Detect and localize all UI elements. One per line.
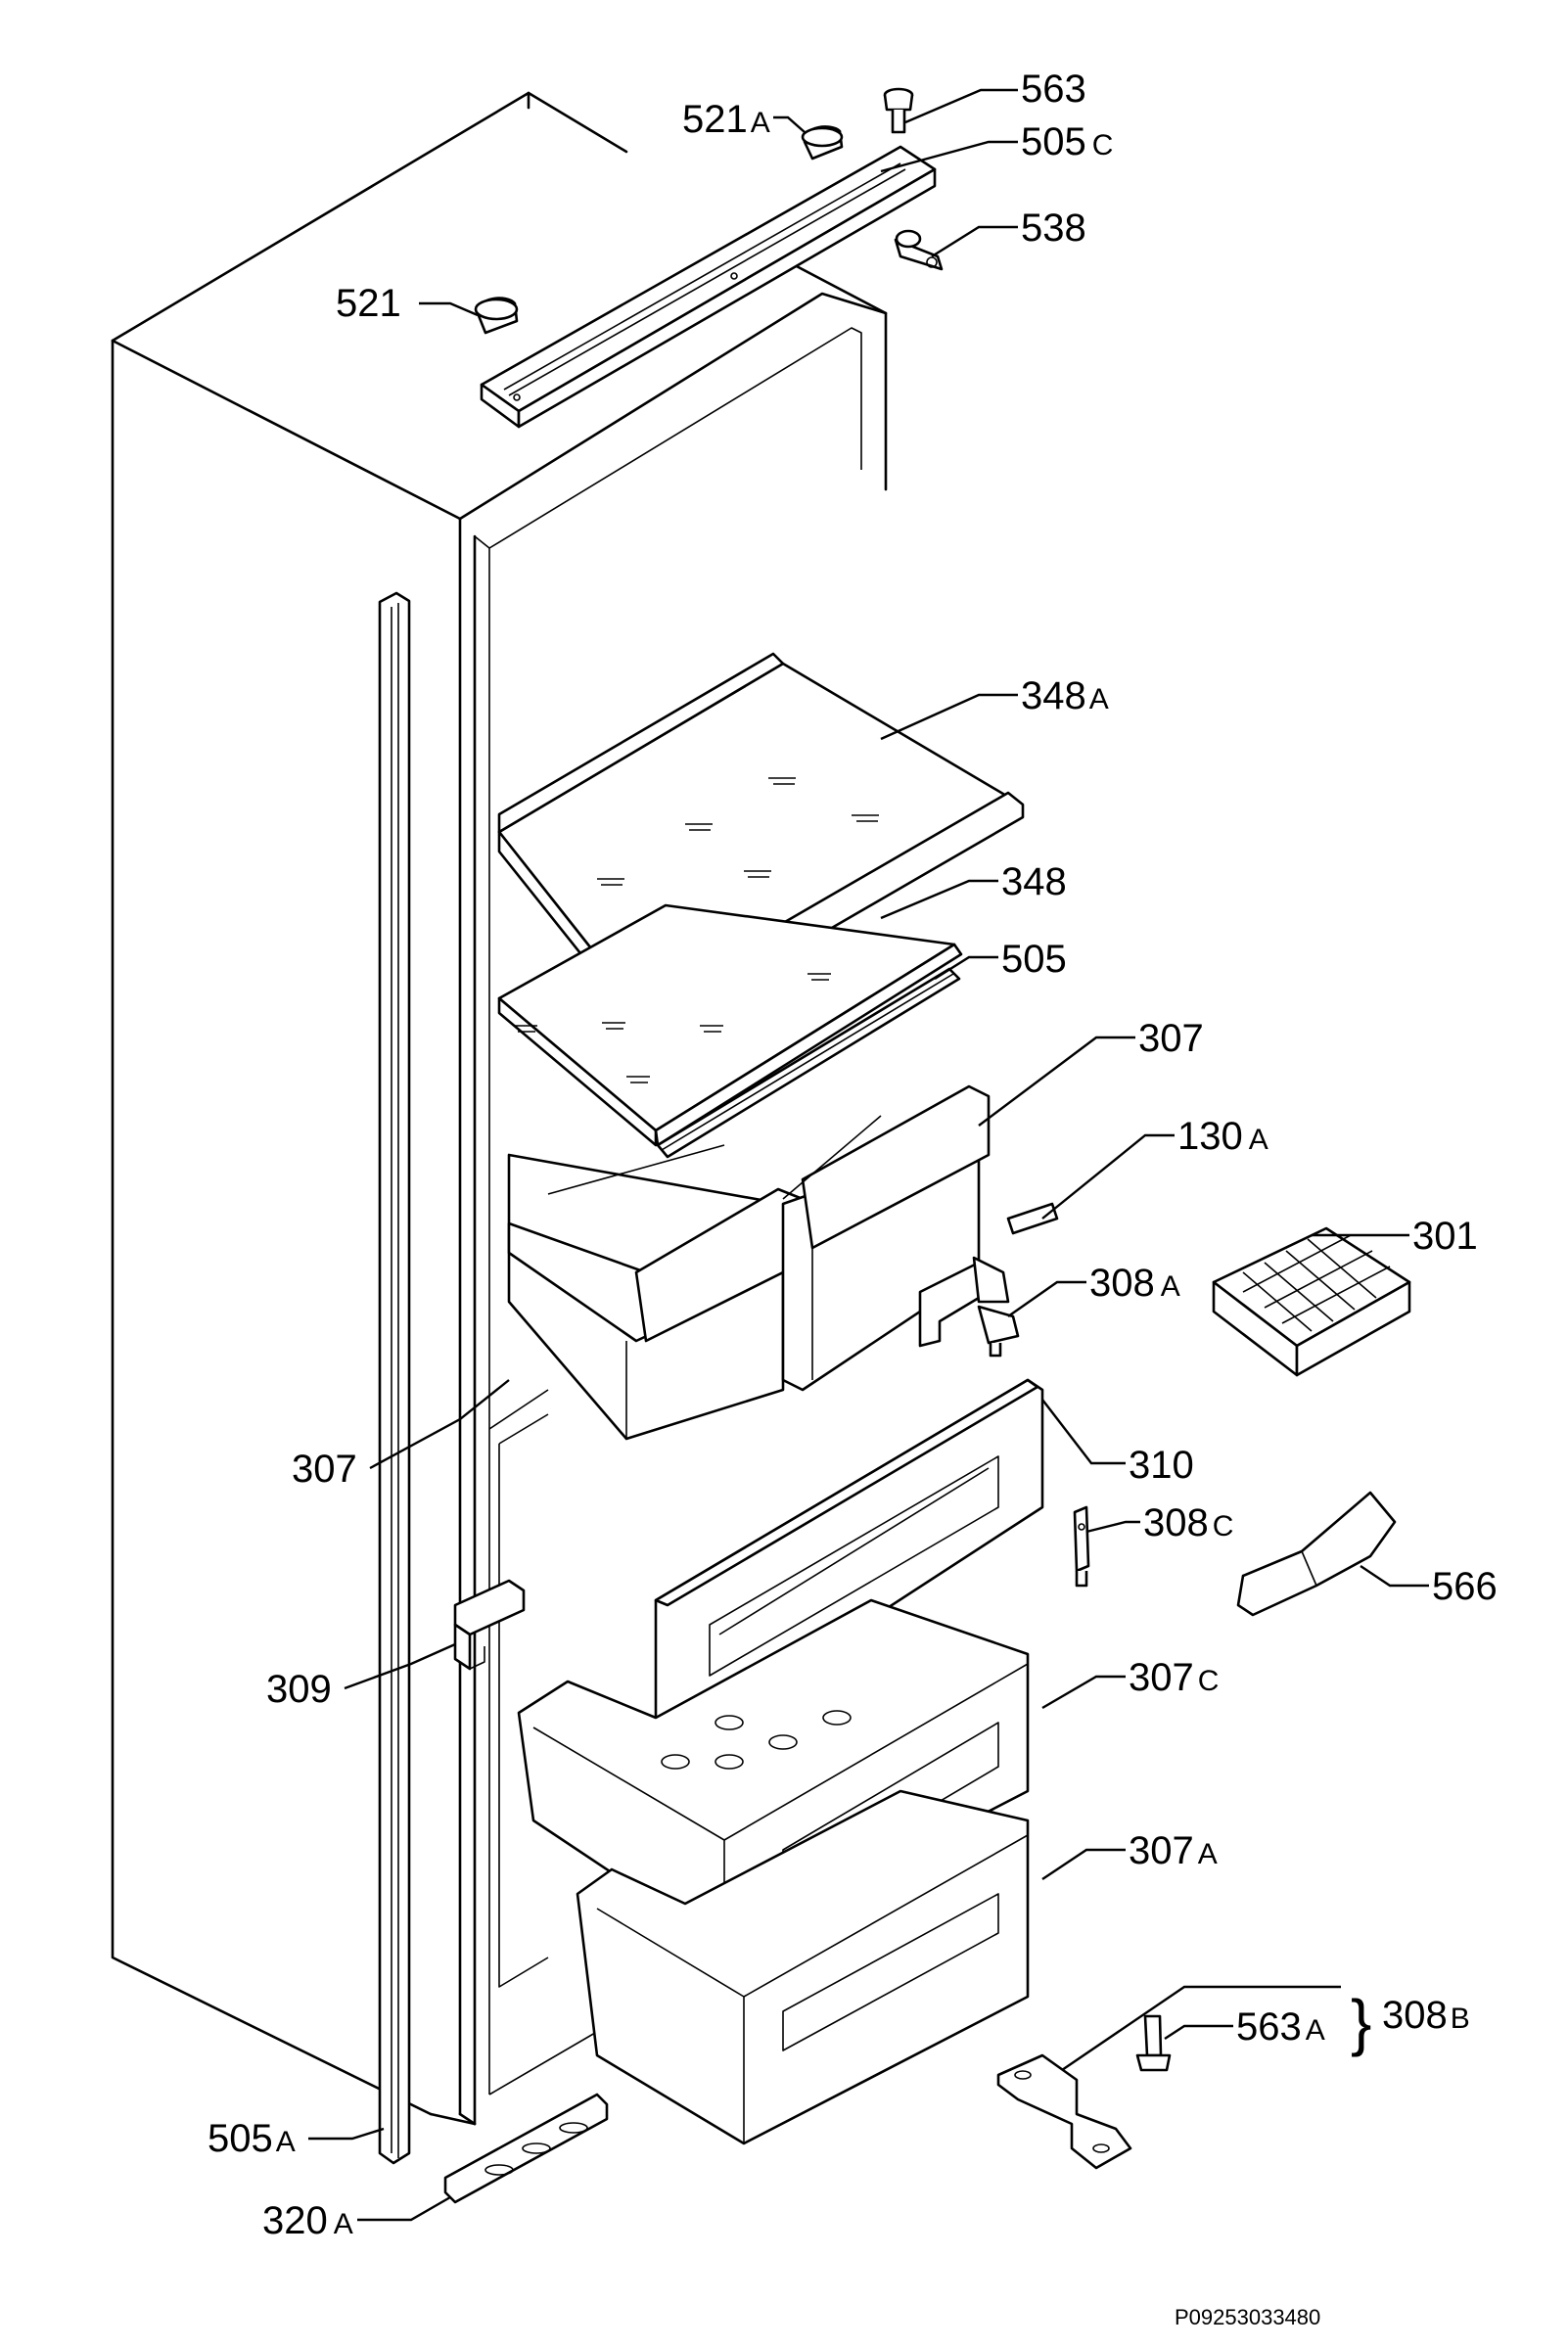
guide-clip	[453, 1579, 526, 1671]
door-seal-strip	[378, 591, 411, 2165]
freezer-flap	[654, 1378, 1044, 1749]
brace: }	[1351, 1987, 1371, 2057]
hinge-pin-bracket	[894, 229, 944, 271]
drawing-code: P09253033480	[1175, 2305, 1320, 2329]
adjusting-screw	[883, 87, 914, 134]
ice-cube-tray	[1212, 1226, 1411, 1377]
freezer-drawer-lower	[576, 1789, 1030, 2145]
label-566: 566	[1432, 1565, 1498, 1608]
label-307-mid: 307	[292, 1448, 357, 1491]
crisper-drawer-right	[781, 1084, 991, 1392]
hinge-cap-right	[801, 125, 844, 161]
label-307-top: 307	[1138, 1017, 1204, 1060]
label-309: 309	[266, 1668, 332, 1711]
glass-shelf-lower	[497, 903, 963, 1147]
hinge-cap-left	[474, 297, 519, 335]
label-310: 310	[1129, 1444, 1194, 1487]
label-563: 563	[1021, 68, 1086, 111]
cabinet-body	[111, 91, 888, 2126]
ice-scraper	[1236, 1491, 1397, 1617]
door-bottom-bracket	[443, 2093, 609, 2204]
hinge-pin	[1073, 1505, 1090, 1588]
bottom-hinge	[996, 2053, 1132, 2170]
middle-hinge	[918, 1256, 1020, 1358]
label-505: 505	[1001, 938, 1067, 981]
label-301: 301	[1412, 1215, 1478, 1258]
top-trim-bar	[480, 145, 937, 429]
label-521: 521	[336, 282, 401, 325]
shelf-front-trim	[656, 967, 961, 1159]
label-538: 538	[1021, 207, 1086, 250]
label-348: 348	[1001, 860, 1067, 903]
hinge-plate-small	[1006, 1202, 1059, 1235]
leader-lines	[308, 88, 1429, 2222]
hinge-screw	[1135, 2014, 1172, 2072]
crisper-drawer-left	[507, 1144, 805, 1441]
freezer-drawer-upper	[517, 1598, 1030, 1950]
